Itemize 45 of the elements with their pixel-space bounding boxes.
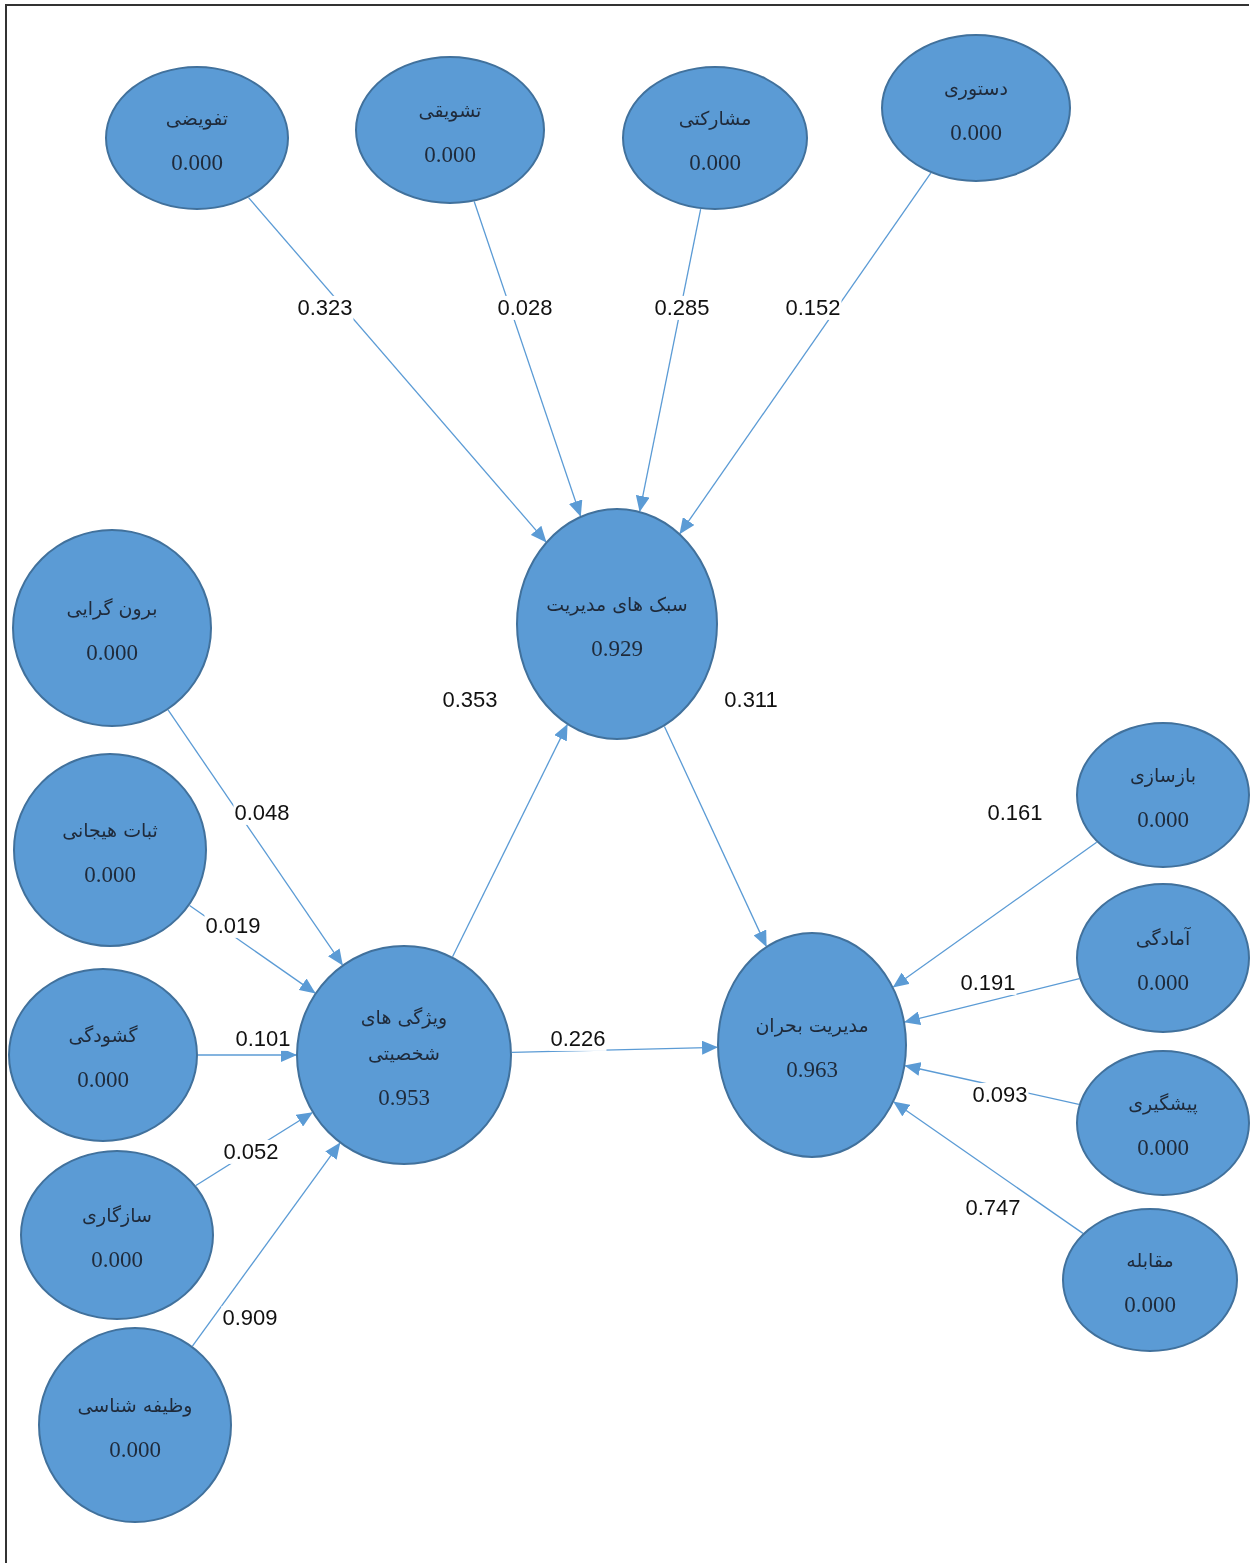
coefficient-value: 0.000 [171, 150, 223, 177]
path-coefficient-label: 0.028 [496, 295, 554, 321]
path-coefficient-label: 0.052 [222, 1139, 280, 1165]
path-arrow [451, 724, 568, 958]
coefficient-value: 0.000 [109, 1437, 161, 1464]
construct-name: دستوری [944, 75, 1008, 102]
path-coefficient-label: 0.285 [653, 295, 711, 321]
construct-name: سبک های مدیریت [546, 591, 688, 618]
path-arrow [663, 725, 767, 947]
coefficient-value: 0.929 [591, 636, 643, 663]
coefficient-value: 0.000 [1137, 807, 1189, 834]
construct-name: ویژگی های شخصیتی [359, 1004, 449, 1066]
coefficient-value: 0.000 [84, 862, 136, 889]
construct-name: سازگاری [82, 1202, 152, 1229]
coefficient-value: 0.953 [378, 1085, 430, 1112]
construct-name: برون گرایی [66, 595, 158, 622]
path-arrow [247, 197, 547, 543]
construct-name: مشارکتی [678, 105, 752, 132]
coefficient-value: 0.000 [1137, 1135, 1189, 1162]
construct-name: آمادگی [1135, 925, 1191, 951]
path-arrow [635, 208, 702, 512]
coefficient-value: 0.000 [1137, 970, 1189, 997]
path-arrow [191, 1142, 341, 1347]
coefficient-value: 0.000 [77, 1067, 129, 1094]
construct-name: گشودگی [68, 1022, 138, 1049]
coefficient-value: 0.000 [91, 1247, 143, 1274]
coefficient-value: 0.000 [424, 142, 476, 169]
coefficient-value: 0.000 [1124, 1292, 1176, 1319]
path-arrow [167, 709, 343, 966]
coefficient-value: 0.000 [950, 120, 1002, 147]
construct-name: مقابله [1126, 1247, 1174, 1273]
construct-name: ثبات هیجانی [62, 817, 158, 843]
coefficient-value: 0.000 [86, 640, 138, 667]
construct-name: مدیریت بحران [755, 1012, 869, 1039]
path-arrow [679, 172, 932, 535]
coefficient-value: 0.000 [689, 150, 741, 177]
path-coefficient-label: 0.323 [296, 295, 354, 321]
construct-name: تفویضی [165, 105, 229, 132]
coefficient-value: 0.963 [786, 1057, 838, 1084]
construct-name: تشویقی [418, 97, 482, 124]
construct-name: وظیفه شناسی [77, 1392, 193, 1419]
path-coefficient-label: 0.019 [204, 913, 262, 939]
construct-name: بازسازی [1130, 762, 1196, 789]
construct-name: پیشگیری [1128, 1090, 1198, 1117]
path-arrow [893, 1101, 1084, 1235]
